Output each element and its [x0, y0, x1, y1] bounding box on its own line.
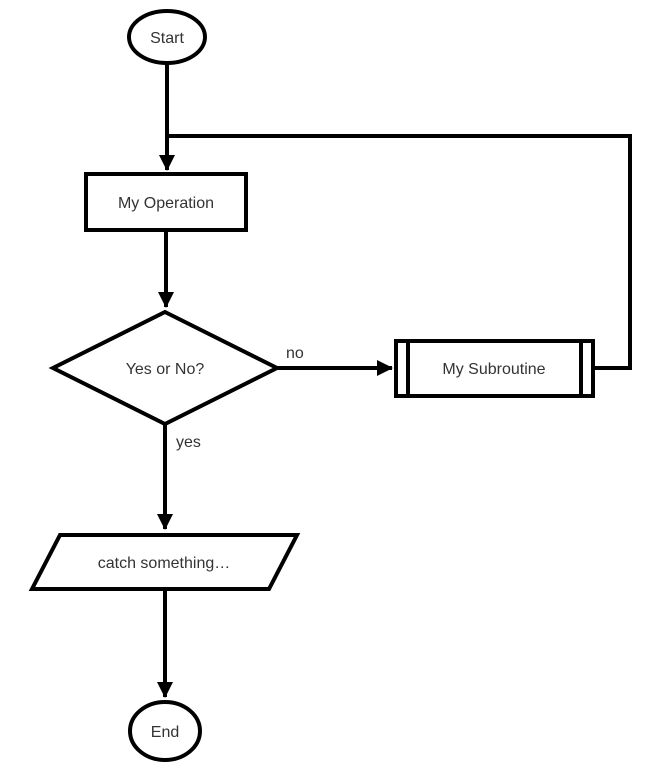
node-my-subroutine[interactable]: My Subroutine	[394, 339, 595, 398]
my-operation-label: My Operation	[118, 195, 214, 212]
start-label: Start	[150, 30, 184, 47]
end-terminator-shape[interactable]	[128, 700, 202, 762]
my-subroutine-shape[interactable]	[394, 339, 595, 398]
decision-label: Yes or No?	[126, 361, 205, 378]
node-end[interactable]: End	[128, 700, 202, 762]
start-terminator-shape[interactable]	[127, 9, 207, 65]
node-decision[interactable]: Yes or No?	[48, 309, 282, 427]
catch-something-label: catch something…	[98, 555, 231, 572]
edge-label-yes: yes	[176, 434, 201, 451]
edge-subroutine-loopback-to-operation	[167, 134, 632, 370]
my-subroutine-label: My Subroutine	[442, 361, 545, 378]
node-my-operation[interactable]: My Operation	[84, 172, 248, 232]
my-operation-process-shape[interactable]	[84, 172, 248, 232]
node-catch-something[interactable]: catch something…	[28, 533, 301, 591]
decision-diamond-shape[interactable]	[48, 309, 282, 427]
node-start[interactable]: Start	[127, 9, 207, 65]
end-label: End	[151, 724, 179, 741]
catch-something-parallelogram-shape[interactable]	[28, 533, 301, 591]
edge-label-no: no	[286, 345, 304, 362]
